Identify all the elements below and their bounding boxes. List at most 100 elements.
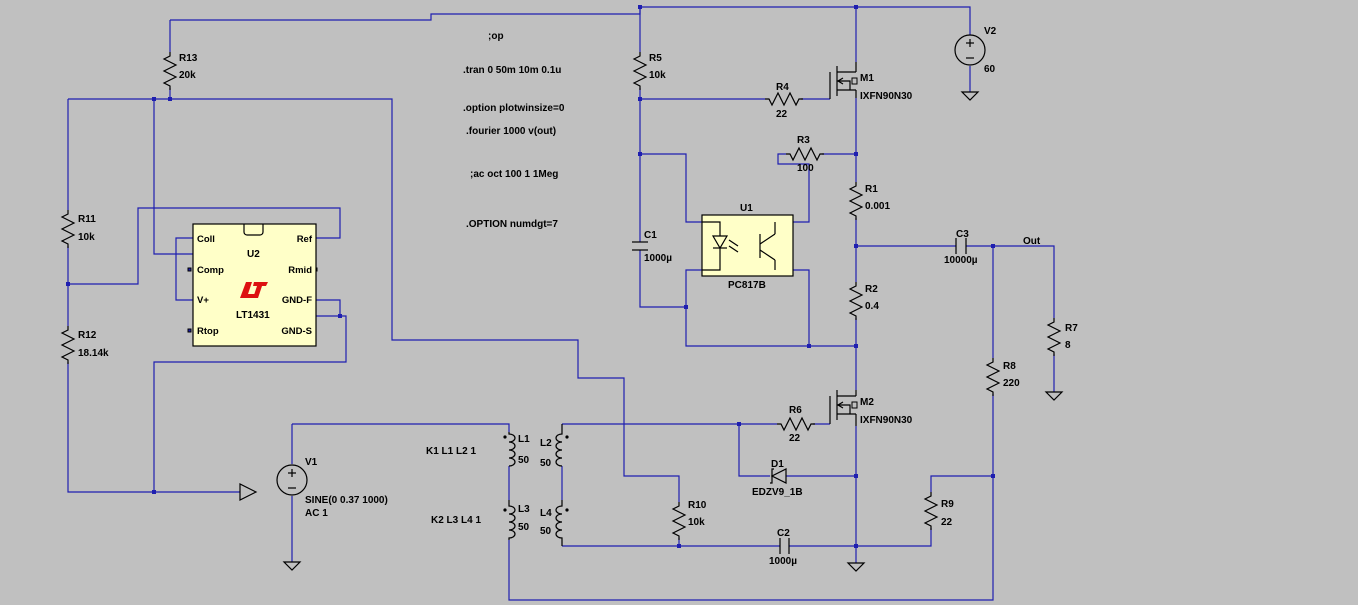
- u2-pin-ref: Ref: [297, 234, 313, 245]
- resistor-r5[interactable]: R5 10k: [633, 51, 666, 91]
- ground-icon: [960, 91, 980, 101]
- directive-op: ;op: [488, 31, 504, 42]
- c2-label: C2: [777, 528, 790, 539]
- inductor-l3[interactable]: L3 50: [503, 500, 530, 540]
- r9-value: 22: [941, 517, 953, 528]
- directive-tran: .tran 0 50m 10m 0.1u: [463, 65, 561, 76]
- r2-label: R2: [865, 284, 878, 295]
- ground-icon: [282, 561, 302, 571]
- resistor-r1[interactable]: R1 0.001: [849, 181, 890, 221]
- c1-value: 1000µ: [644, 253, 672, 264]
- r13-value: 20k: [179, 70, 196, 81]
- r12-value: 18.14k: [78, 348, 109, 359]
- u2-pin-coll: Coll: [197, 234, 215, 245]
- directive-numdgt: .OPTION numdgt=7: [466, 219, 558, 230]
- resistor-r9[interactable]: R9 22: [924, 491, 954, 531]
- r3-label: R3: [797, 135, 810, 146]
- v2-value: 60: [984, 64, 996, 75]
- m2-value: IXFN90N30: [860, 415, 913, 426]
- r11-value: 10k: [78, 232, 95, 243]
- r5-value: 10k: [649, 70, 666, 81]
- r3-value: 100: [797, 163, 814, 174]
- resistor-r7[interactable]: R7 8: [1047, 317, 1078, 357]
- u2-label: U2: [247, 249, 260, 260]
- r5-label: R5: [649, 53, 662, 64]
- resistor-r4[interactable]: R4 22: [764, 82, 804, 120]
- directive-ac: ;ac oct 100 1 1Meg: [470, 169, 558, 180]
- voltage-source-v1[interactable]: V1 SINE(0 0.37 1000) AC 1: [276, 457, 388, 519]
- resistor-r3[interactable]: R3 100: [785, 135, 825, 174]
- resistor-r2[interactable]: R2 0.4: [849, 281, 879, 321]
- l3-value: 50: [518, 522, 530, 533]
- u2-pin-comp: Comp: [197, 265, 224, 276]
- m2-label: M2: [860, 397, 874, 408]
- directive-plotwinsize: .option plotwinsize=0: [463, 103, 565, 114]
- u2-value: LT1431: [236, 310, 270, 321]
- m1-value: IXFN90N30: [860, 91, 913, 102]
- r2-value: 0.4: [865, 301, 879, 312]
- spice-directives: ;op .tran 0 50m 10m 0.1u .option plotwin…: [426, 31, 565, 526]
- l1-label: L1: [518, 434, 530, 445]
- capacitor-c1[interactable]: C1 1000µ: [632, 230, 672, 264]
- u2-pin-rmid: Rmid: [288, 265, 312, 276]
- mosfet-m2[interactable]: M2 IXFN90N30: [829, 390, 913, 426]
- resistor-r13[interactable]: R13 20k: [163, 51, 198, 91]
- voltage-source-v2[interactable]: V2 60: [954, 26, 997, 75]
- coupling-k1: K1 L1 L2 1: [426, 446, 476, 457]
- l3-label: L3: [518, 504, 530, 515]
- l4-value: 50: [540, 526, 552, 537]
- u2-pin-gnd-s: GND-S: [281, 326, 312, 337]
- v1-ac-value: AC 1: [305, 508, 328, 519]
- r7-label: R7: [1065, 323, 1078, 334]
- r12-label: R12: [78, 330, 97, 341]
- ic-u2-lt1431[interactable]: Coll Comp V+ Rtop Ref Rmid GND-F GND-S U…: [192, 223, 317, 347]
- r1-value: 0.001: [865, 201, 890, 212]
- v1-label: V1: [305, 457, 318, 468]
- r10-value: 10k: [688, 517, 705, 528]
- ground-icon: [846, 562, 866, 572]
- l4-label: L4: [540, 508, 552, 519]
- flag-arrow-icon: [239, 483, 258, 501]
- optocoupler-u1[interactable]: U1 PC817B: [701, 203, 794, 291]
- wires: [67, 6, 1055, 601]
- r1-label: R1: [865, 184, 878, 195]
- capacitor-c3[interactable]: C3 10000µ: [944, 229, 978, 266]
- c2-value: 1000µ: [769, 556, 797, 567]
- c3-value: 10000µ: [944, 255, 978, 266]
- d1-value: EDZV9_1B: [752, 487, 803, 498]
- u2-pin-vplus: V+: [197, 295, 209, 306]
- v2-label: V2: [984, 26, 997, 37]
- resistor-r8[interactable]: R8 220: [986, 357, 1020, 397]
- r6-value: 22: [789, 433, 801, 444]
- capacitor-c2[interactable]: C2 1000µ: [769, 528, 797, 567]
- resistor-r11[interactable]: R11 10k: [61, 209, 96, 249]
- r10-label: R10: [688, 500, 707, 511]
- u2-pin-gnd-f: GND-F: [282, 295, 312, 306]
- v1-value: SINE(0 0.37 1000): [305, 495, 388, 506]
- resistor-r6[interactable]: R6 22: [776, 405, 816, 444]
- zener-diode-d1[interactable]: D1 EDZV9_1B: [752, 459, 803, 498]
- inductor-l1[interactable]: L1 50: [503, 432, 530, 467]
- r8-value: 220: [1003, 378, 1020, 389]
- resistor-r10[interactable]: R10 10k: [672, 500, 707, 541]
- coupling-k2: K2 L3 L4 1: [431, 515, 481, 526]
- u2-pin-rtop: Rtop: [197, 326, 219, 337]
- u1-value: PC817B: [728, 280, 766, 291]
- r4-label: R4: [776, 82, 789, 93]
- inductor-l2[interactable]: L2 50: [540, 424, 569, 469]
- ground-icon: [1044, 391, 1064, 401]
- lt-logo-icon: [240, 282, 268, 298]
- r9-label: R9: [941, 499, 954, 510]
- resistor-r12[interactable]: R12 18.14k: [61, 325, 109, 365]
- l2-value: 50: [540, 458, 552, 469]
- mosfet-m1[interactable]: M1 IXFN90N30: [829, 62, 913, 102]
- m1-label: M1: [860, 73, 874, 84]
- c3-label: C3: [956, 229, 969, 240]
- r6-label: R6: [789, 405, 802, 416]
- directive-fourier: .fourier 1000 v(out): [466, 126, 556, 137]
- u1-label: U1: [740, 203, 753, 214]
- inductor-l4[interactable]: L4 50: [540, 500, 569, 546]
- d1-label: D1: [771, 459, 784, 470]
- net-label-out: Out: [1023, 236, 1041, 247]
